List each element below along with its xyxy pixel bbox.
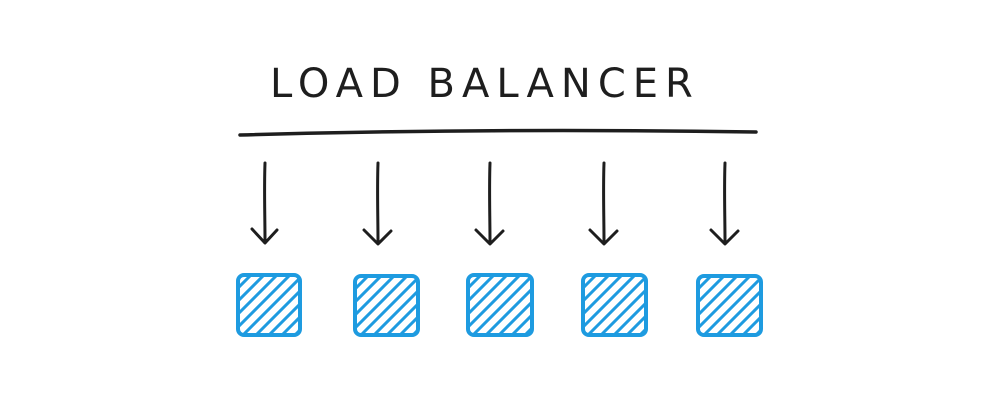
server-border [696,274,763,337]
arrow-down-icon [474,161,505,246]
diagram-title: LOAD BALANCER [270,61,700,107]
server-box-icon [696,274,763,337]
server-hatching [468,275,532,335]
server-hatching [355,276,418,335]
server-border [353,274,420,337]
server-box-icon [353,274,420,337]
arrow-down-icon [250,161,279,245]
server-border [236,273,302,337]
server-box-icon [581,273,648,337]
server-border [581,273,648,337]
server-border [466,273,534,337]
balancer-line [238,128,758,137]
arrow-down-icon [588,161,619,246]
arrow-down-icon [362,161,393,246]
server-box-icon [236,273,302,337]
server-row [236,273,763,337]
arrow-down-icon [709,161,740,246]
server-box-icon [466,273,534,337]
